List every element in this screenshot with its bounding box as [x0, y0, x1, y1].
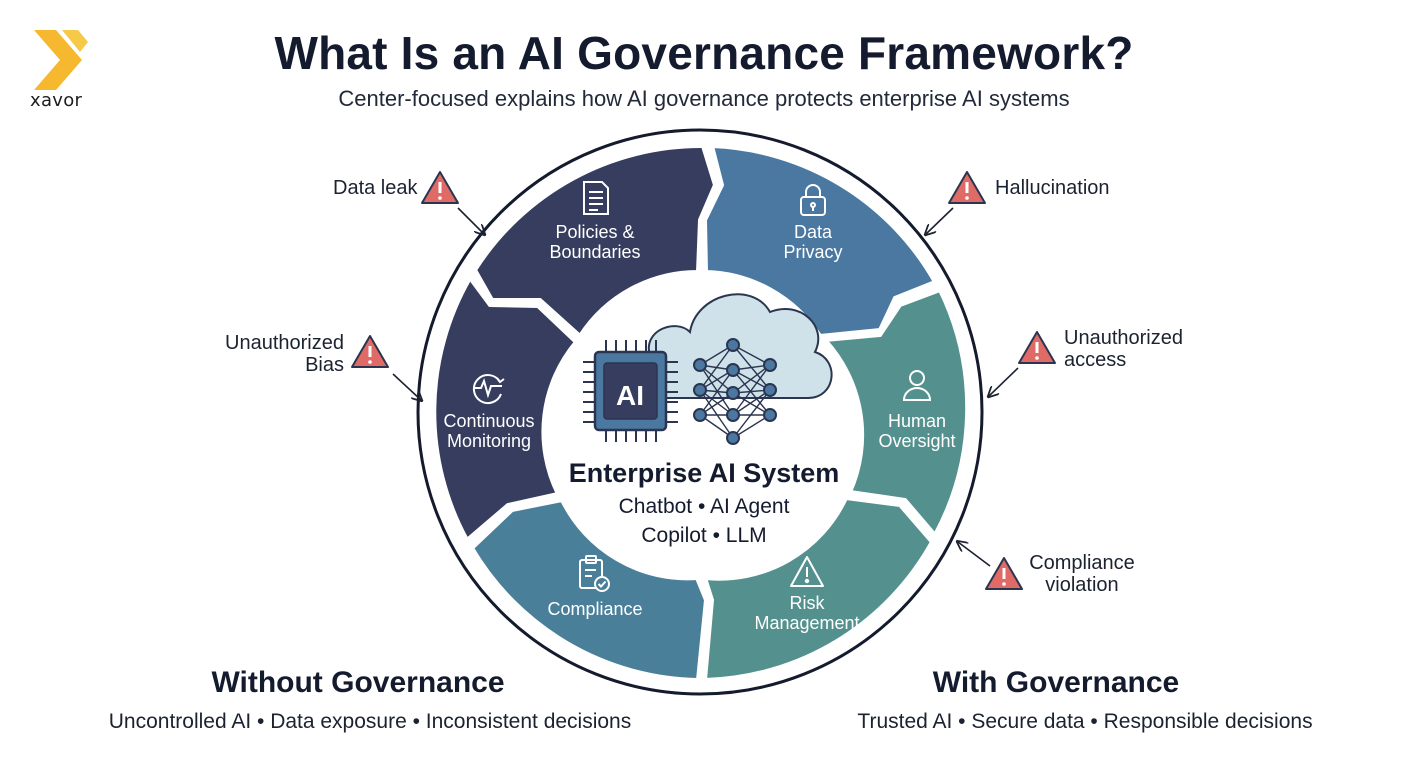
risk-label-access-line-2: access	[1064, 349, 1127, 371]
xavor-logo-icon	[34, 30, 88, 90]
risk-label-access: Unauthorized access	[1064, 327, 1183, 371]
risk-label-hallucination: Hallucination	[995, 177, 1110, 199]
outer-ring	[416, 128, 984, 696]
segment-monitoring[interactable]	[432, 274, 579, 544]
risk-label-data-leak: Data leak	[333, 177, 418, 199]
with-governance-title: With Governance	[932, 666, 1180, 699]
document-icon	[583, 181, 609, 215]
arrow-violation	[958, 542, 991, 567]
risk-label-bias: Unauthorized Bias	[200, 332, 344, 376]
arrow-data-leak	[457, 207, 484, 234]
segment-oversight-shape	[820, 287, 970, 539]
segment-oversight-label-2: Oversight	[878, 431, 955, 451]
segment-oversight[interactable]	[820, 287, 970, 539]
segment-risk[interactable]	[702, 495, 935, 683]
segment-policies[interactable]	[472, 143, 718, 340]
segment-compliance-shape	[469, 497, 709, 683]
segment-compliance[interactable]	[469, 497, 709, 683]
segment-compliance-label: Compliance	[547, 599, 642, 619]
segment-privacy-label-1: Data	[794, 222, 833, 242]
segment-risk-label-2: Management	[754, 613, 859, 633]
warning-icon	[790, 556, 824, 587]
segment-policies-label-1: Policies &	[555, 222, 634, 242]
arrow-access	[989, 367, 1019, 396]
segment-privacy[interactable]	[702, 143, 938, 339]
brand-name: xavor	[30, 90, 83, 111]
segment-policies-shape	[472, 143, 718, 340]
risk-warning-icon	[985, 557, 1023, 590]
segment-policies-label-2: Boundaries	[549, 242, 640, 262]
risk-warning-icon	[421, 171, 459, 204]
segment-risk-label-1: Risk	[790, 593, 826, 613]
risk-label-violation-line-1: Compliance	[1029, 552, 1135, 574]
page-subtitle: Center-focused explains how AI governanc…	[338, 86, 1070, 111]
risk-label-violation-line-2: violation	[1045, 574, 1119, 596]
risk-label-violation: Compliance violation	[1022, 552, 1142, 596]
without-governance-title: Without Governance	[211, 666, 505, 699]
segment-monitoring-label-1: Continuous	[443, 411, 534, 431]
ai-chip-icon: AI	[583, 340, 678, 442]
arrow-hallucination	[926, 207, 954, 234]
person-icon	[902, 370, 932, 401]
risk-warning-icon	[351, 335, 389, 368]
segment-monitoring-label-2: Monitoring	[447, 431, 531, 451]
segment-privacy-shape	[702, 143, 938, 339]
page-title: What Is an AI Governance Framework?	[274, 27, 1134, 79]
risk-label-bias-line-2: Bias	[305, 354, 344, 376]
segment-monitoring-shape	[432, 274, 579, 544]
segment-risk-shape	[702, 495, 935, 683]
lock-icon	[800, 184, 826, 216]
ai-chip-label: AI	[616, 380, 644, 411]
without-governance-items: Uncontrolled AI • Data exposure • Incons…	[108, 710, 632, 733]
risk-warning-icon	[1018, 331, 1056, 364]
risk-warning-icon	[948, 171, 986, 204]
center-line-1: Chatbot • AI Agent	[619, 495, 790, 518]
clipboard-check-icon	[579, 555, 610, 592]
segment-oversight-label-1: Human	[888, 411, 946, 431]
center-title: Enterprise AI System	[569, 458, 840, 488]
arrow-bias	[392, 373, 421, 400]
risk-label-access-line-1: Unauthorized	[1064, 327, 1183, 349]
pulse-icon	[472, 374, 505, 404]
neural-network-icon	[693, 338, 777, 445]
with-governance-items: Trusted AI • Secure data • Responsible d…	[857, 710, 1313, 733]
segment-privacy-label-2: Privacy	[783, 242, 842, 262]
risk-label-bias-line-1: Unauthorized	[225, 332, 344, 354]
center-line-2: Copilot • LLM	[641, 524, 766, 547]
